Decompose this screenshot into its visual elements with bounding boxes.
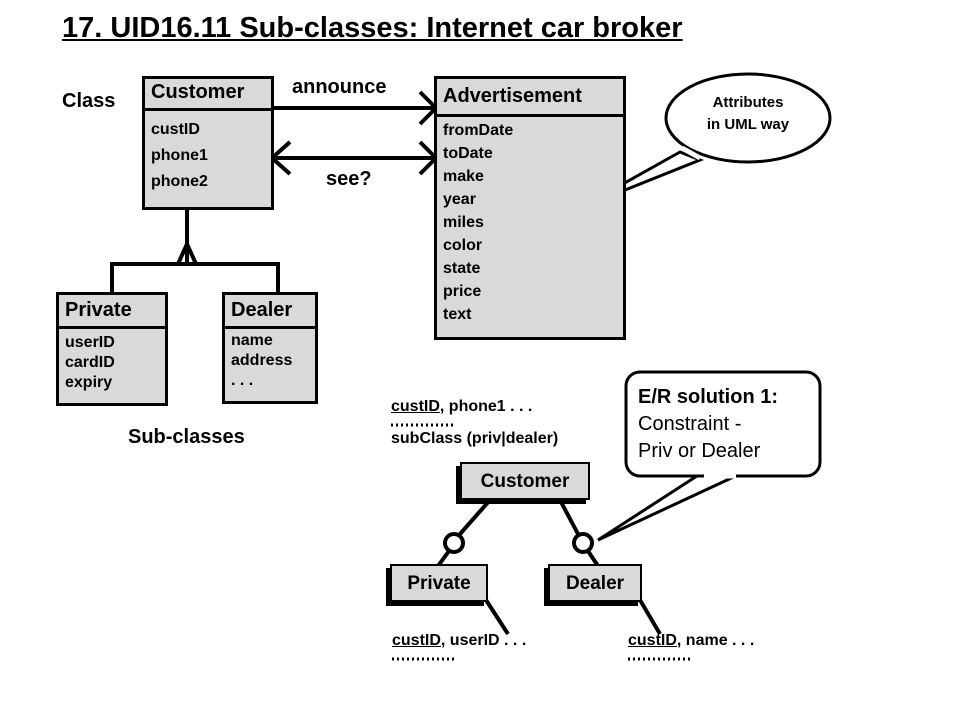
customer-attr: phone1	[151, 147, 208, 164]
er-note-heading: E/R solution 1:	[638, 386, 778, 408]
advertisement-attr: price	[443, 283, 482, 300]
page-title: 17. UID16.11 Sub-classes: Internet car b…	[62, 12, 683, 44]
advertisement-class: Advertisement fromDate toDate make year …	[434, 76, 626, 340]
er-dealer-entity: Dealer	[548, 564, 642, 602]
er-private-key: custID	[392, 632, 441, 649]
uml-bubble: Attributes in UML way	[670, 92, 826, 136]
er-customer-keys: custID, phone1 . . .	[391, 398, 532, 416]
see-connector	[270, 140, 438, 176]
er-private-keys: custID, userID . . .	[392, 632, 526, 650]
dealer-class: Dealer name address . . .	[222, 292, 318, 404]
advertisement-attr: state	[443, 260, 481, 277]
er-dealer-key: custID	[628, 632, 677, 649]
uml-bubble-line: Attributes	[712, 94, 784, 111]
er-customer-key-rest: , phone1 . . .	[439, 398, 533, 415]
announce-connector	[272, 90, 438, 126]
dealer-attr: . . .	[231, 372, 254, 389]
announce-label: announce	[292, 76, 387, 98]
subclasses-label: Sub-classes	[128, 426, 245, 448]
customer-class-name: Customer	[145, 79, 271, 111]
customer-attr: custID	[151, 121, 200, 138]
private-attr: cardID	[65, 354, 115, 371]
private-attr: expiry	[65, 374, 113, 391]
er-private-key-rest: , userID . . .	[440, 632, 527, 649]
customer-attr: phone2	[151, 173, 208, 190]
er-note-line: Priv or Dealer	[638, 440, 761, 462]
advertisement-attr: color	[443, 237, 483, 254]
advertisement-attr: text	[443, 306, 472, 323]
advertisement-attr: make	[443, 168, 484, 185]
er-connectors	[436, 498, 662, 636]
er-private-entity: Private	[390, 564, 488, 602]
private-attr: userID	[65, 334, 115, 351]
see-label: see?	[326, 168, 372, 190]
er-customer-subclass: subClass (priv|dealer)	[391, 430, 559, 447]
er-note: E/R solution 1: Constraint - Priv or Dea…	[638, 384, 814, 465]
advertisement-attr: fromDate	[443, 122, 514, 139]
er-note-shape	[597, 370, 822, 542]
private-class: Private userID cardID expiry	[56, 292, 168, 406]
er-customer-entity: Customer	[460, 462, 590, 500]
private-class-name: Private	[59, 295, 165, 329]
advertisement-attr: year	[443, 191, 476, 208]
class-label: Class	[62, 90, 116, 112]
dealer-class-name: Dealer	[225, 295, 315, 329]
dealer-attr: name	[231, 332, 273, 349]
inheritance-connector	[110, 208, 280, 294]
er-customer-key: custID	[391, 398, 440, 415]
customer-class: Customer custID phone1 phone2	[142, 76, 274, 210]
advertisement-class-name: Advertisement	[437, 79, 623, 117]
advertisement-attr: toDate	[443, 145, 493, 162]
uml-bubble-line: in UML way	[706, 116, 790, 133]
er-dealer-key-rest: , name . . .	[676, 632, 755, 649]
key-dots	[391, 423, 692, 661]
er-dealer-keys: custID, name . . .	[628, 632, 754, 650]
advertisement-attr: miles	[443, 214, 484, 231]
er-note-line: Constraint -	[638, 413, 742, 435]
dealer-attr: address	[231, 352, 293, 369]
